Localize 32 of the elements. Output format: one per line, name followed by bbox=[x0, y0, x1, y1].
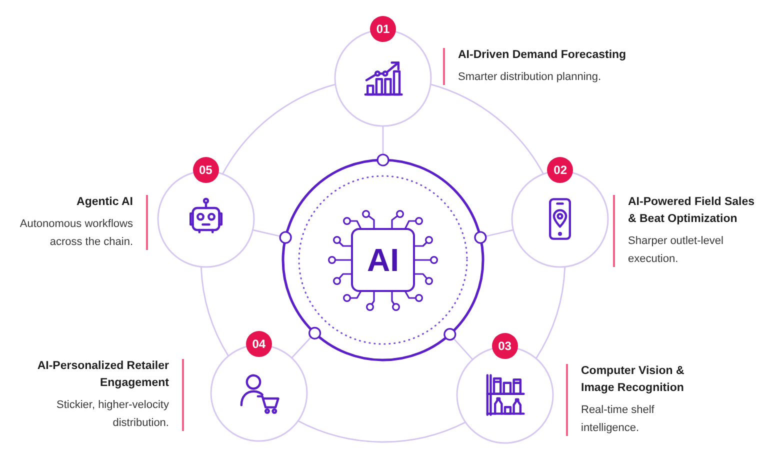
number-badge: 02 bbox=[547, 157, 574, 184]
feature-description: Sharper outlet-level execution. bbox=[628, 234, 724, 267]
connector-line bbox=[252, 229, 292, 244]
feature-description: Stickier, higher-velocity distribution. bbox=[56, 398, 169, 431]
feature-description: Autonomous workflows across the chain. bbox=[18, 217, 133, 250]
feature-circle bbox=[456, 332, 554, 444]
ring-arc bbox=[535, 266, 566, 360]
feature-title: AI-Powered Field Sales & Beat Optimization bbox=[628, 195, 756, 227]
chip-label: AI bbox=[367, 243, 399, 277]
feature-description: Smarter distribution planning. bbox=[458, 70, 602, 85]
feature-description: Real-time shelf intelligence. bbox=[581, 403, 656, 436]
feature-title: AI-Personalized Retailer Engagement bbox=[36, 359, 169, 391]
ring-arc bbox=[200, 266, 229, 356]
feature-circle bbox=[511, 156, 610, 268]
ring-arc bbox=[298, 420, 466, 443]
connector-line bbox=[474, 229, 514, 244]
number-badge: 03 bbox=[492, 333, 518, 360]
connector-line bbox=[291, 326, 322, 358]
connector-line bbox=[376, 126, 390, 166]
number-badge: 01 bbox=[370, 16, 396, 42]
feature-title: Agentic AI bbox=[76, 195, 133, 210]
number-badge: 04 bbox=[246, 331, 272, 358]
ring-arc bbox=[222, 84, 336, 174]
ring-arc bbox=[430, 84, 544, 174]
hub-circle bbox=[281, 158, 485, 362]
number-badge: 05 bbox=[192, 157, 219, 184]
feature-title: AI-Driven Demand Forecasting bbox=[458, 48, 628, 63]
connector-line bbox=[444, 328, 474, 360]
feature-circle bbox=[156, 156, 255, 268]
feature-circle bbox=[210, 330, 308, 442]
feature-title: Computer Vision & Image Recognition bbox=[581, 364, 686, 396]
feature-circle bbox=[334, 15, 432, 127]
